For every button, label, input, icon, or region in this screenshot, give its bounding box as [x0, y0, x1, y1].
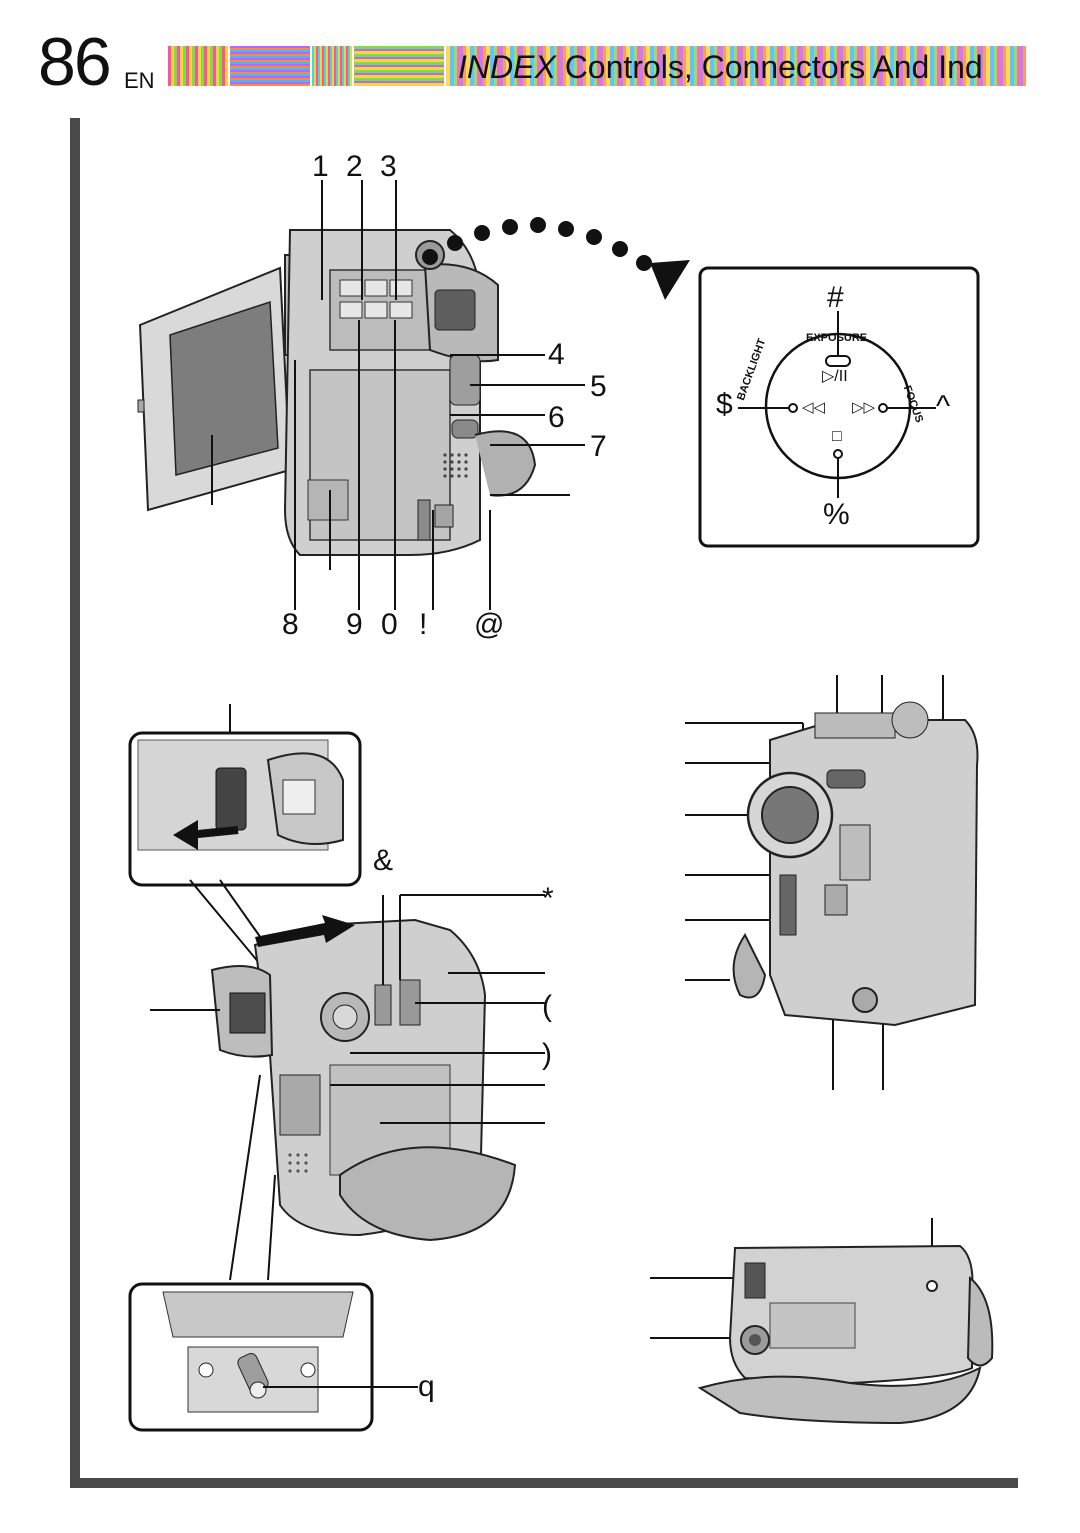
callout-4: 4 [548, 338, 565, 371]
frame-bottom-bar [70, 1478, 1018, 1488]
callout-3: 3 [380, 150, 397, 183]
callout-open-paren: ( [542, 990, 552, 1023]
callout-exclaim: ! [419, 608, 428, 641]
play-pause-button: ▷/II [822, 368, 848, 385]
section-label: INDEX [458, 49, 556, 85]
dotted-arc-pointer [422, 217, 690, 300]
camcorder-side-view [137, 180, 585, 610]
viewfinder-detail-inset [128, 704, 362, 887]
title-text: Controls, Connectors And Ind [564, 49, 983, 85]
camcorder-front-view [685, 675, 979, 1090]
language-label: EN [124, 68, 155, 93]
callout-percent: % [823, 498, 850, 531]
stripe-segment [168, 46, 228, 86]
leader-lines-top [211, 180, 585, 610]
lcd-monitor [137, 266, 292, 512]
callout-8: 8 [282, 608, 299, 641]
callout-0: 0 [381, 608, 398, 641]
callout-caret: ^ [936, 390, 951, 423]
callout-hash: # [827, 281, 844, 314]
stripe-segment [230, 46, 310, 86]
callout-6: 6 [548, 401, 565, 434]
callout-5: 5 [590, 370, 607, 403]
page-title: INDEX Controls, Connectors And Ind [458, 49, 983, 85]
callout-q: q [418, 1370, 435, 1403]
callout-close-paren: ) [542, 1038, 552, 1071]
stripe-segment [446, 46, 1026, 86]
callout-7: 7 [590, 430, 607, 463]
stripe-segment [354, 46, 444, 86]
control-panel-inset [698, 266, 980, 548]
exposure-label: EXPOSURE [806, 332, 868, 344]
fast-forward-button: ▷▷ [852, 399, 876, 416]
callout-ampersand: & [373, 844, 394, 877]
callout-1: 1 [312, 150, 329, 183]
battery-release-inset [128, 1282, 418, 1432]
callout-asterisk: * [542, 882, 554, 915]
callout-at: @ [474, 608, 505, 641]
callout-9: 9 [346, 608, 363, 641]
stripe-segment [312, 46, 352, 86]
stop-button: □ [832, 428, 842, 445]
page-number: 86 [38, 24, 112, 100]
camcorder-back-view [150, 894, 545, 1281]
camcorder-bottom-view [650, 1218, 994, 1425]
callout-dollar: $ [716, 388, 733, 421]
rewind-button: ◁◁ [802, 399, 826, 416]
callout-2: 2 [346, 150, 363, 183]
frame-left-bar [70, 118, 80, 1488]
